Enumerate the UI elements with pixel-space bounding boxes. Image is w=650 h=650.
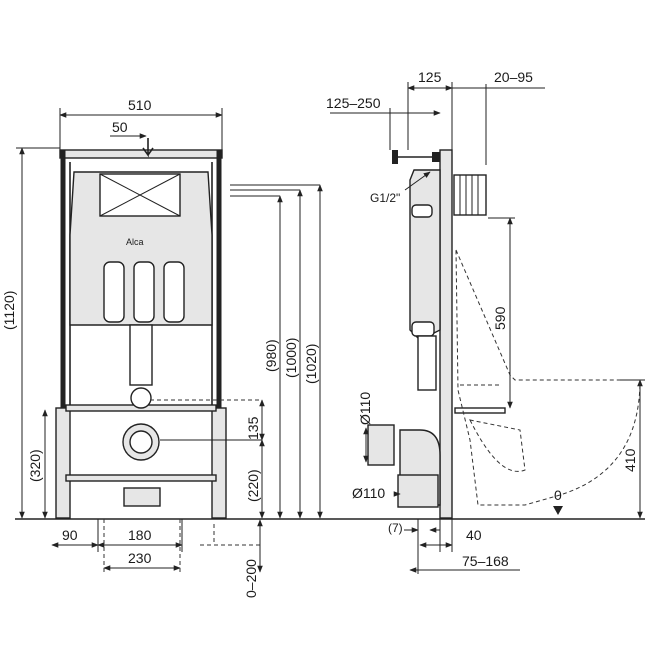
left-foot <box>55 407 71 519</box>
flush-plate-box <box>453 174 487 216</box>
flush-pipe-side <box>417 335 437 391</box>
flush-pipe <box>129 324 153 386</box>
dim-180: 180 <box>128 527 152 543</box>
dim-1120: (1120) <box>1 291 17 330</box>
dim-220: (220) <box>245 469 261 502</box>
dim-135: 135 <box>245 416 261 440</box>
cistern-side <box>409 169 441 341</box>
dim-7: (7) <box>388 521 403 535</box>
frame-post-side <box>439 149 453 519</box>
dim-40: 40 <box>466 527 482 543</box>
top-rail <box>59 149 223 159</box>
thread-label: G1/2" <box>370 191 400 205</box>
pipe-d110-top: Ø110 <box>357 392 373 425</box>
side-view <box>367 149 641 519</box>
dim-590: 590 <box>492 306 508 330</box>
dim-410: 410 <box>622 448 638 472</box>
front-view: Alca <box>55 138 227 519</box>
pipe-d110-bottom: Ø110 <box>352 485 385 501</box>
dim-980: (980) <box>263 339 279 372</box>
right-foot <box>211 407 227 519</box>
front-dimensions: 510 50 (1120) (320) (980) (1000) (1020) … <box>1 97 323 598</box>
dim-75-168: 75–168 <box>462 553 509 569</box>
dim-50: 50 <box>112 119 128 135</box>
side-dimensions: 125 20–95 125–250 G1/2" Ø110 Ø110 590 41… <box>326 69 645 574</box>
brand-logo: Alca <box>126 237 144 247</box>
dim-1020: (1020) <box>303 344 319 384</box>
zero-level: 0 <box>554 487 562 503</box>
bottom-bar <box>65 474 217 482</box>
wc-bowl-outline <box>455 249 641 506</box>
dim-510: 510 <box>128 97 152 113</box>
dim-125-250: 125–250 <box>326 95 381 111</box>
dim-125: 125 <box>418 69 442 85</box>
dim-20-95: 20–95 <box>494 69 533 85</box>
dim-90: 90 <box>62 527 78 543</box>
dim-230: 230 <box>128 550 152 566</box>
dim-0-200: 0–200 <box>243 559 259 598</box>
dim-320: (320) <box>27 449 43 482</box>
dim-1000: (1000) <box>283 338 299 378</box>
